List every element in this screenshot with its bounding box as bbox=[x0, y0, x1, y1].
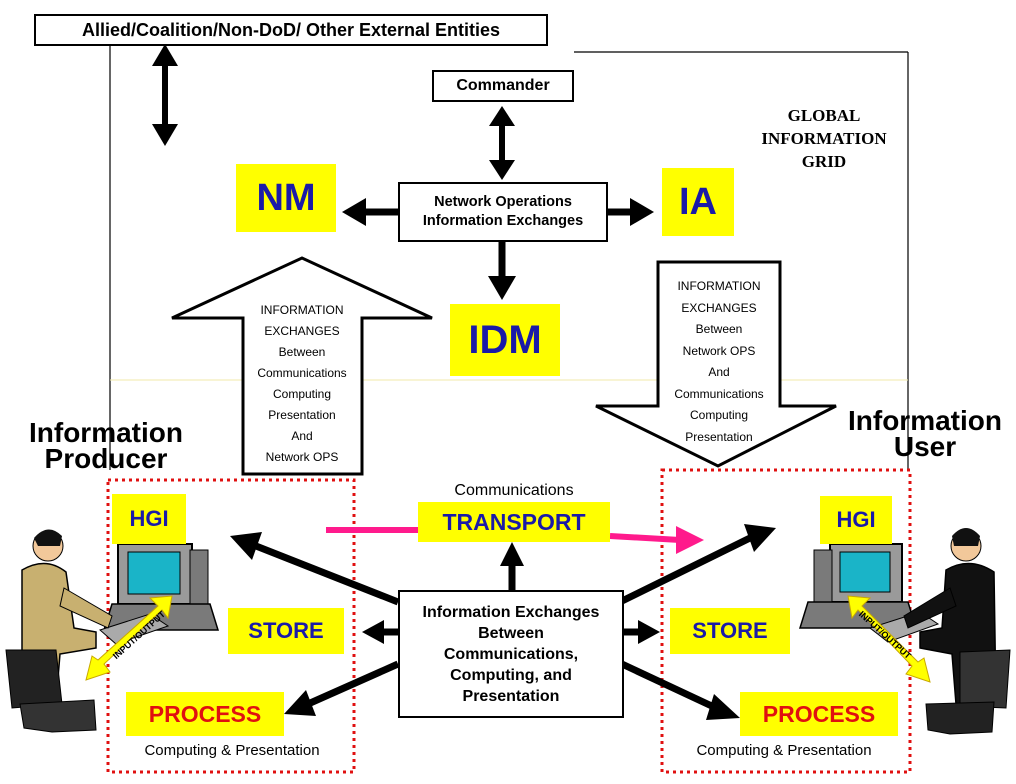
commander-label: Commander bbox=[456, 77, 550, 94]
center-label: Information Exchanges Between Communicat… bbox=[422, 603, 600, 705]
ia-label: IA bbox=[679, 180, 717, 223]
right-process-label: PROCESS bbox=[762, 700, 876, 727]
transport-arrow bbox=[326, 526, 704, 554]
idm-label: IDM bbox=[468, 317, 542, 362]
left-hgi-box: HGI bbox=[112, 494, 186, 544]
center-box: Information Exchanges Between Communicat… bbox=[398, 590, 624, 718]
netops-box: Network Operations Information Exchanges bbox=[398, 182, 608, 242]
nm-label: NM bbox=[256, 176, 316, 219]
commander-box: Commander bbox=[432, 70, 574, 102]
left-process-box: PROCESS bbox=[126, 692, 284, 736]
left-store-label: STORE bbox=[248, 618, 324, 643]
user-label: Information User bbox=[848, 405, 1002, 462]
external-entities-label: Allied/Coalition/Non-DoD/ Other External… bbox=[81, 19, 501, 40]
down-arrow-text: INFORMATION EXCHANGES Between Network OP… bbox=[674, 279, 764, 444]
up-arrow-text: INFORMATION EXCHANGES Between Communicat… bbox=[257, 303, 347, 464]
transport-label: TRANSPORT bbox=[442, 508, 586, 535]
producer-io-arrow bbox=[85, 595, 173, 681]
transport-box: TRANSPORT bbox=[418, 502, 610, 542]
left-process-label: PROCESS bbox=[148, 700, 262, 727]
left-hgi-label: HGI bbox=[129, 506, 169, 531]
idm-box: IDM bbox=[450, 304, 560, 376]
right-caption: Computing & Presentation bbox=[696, 742, 872, 759]
external-entities-box: Allied/Coalition/Non-DoD/ Other External… bbox=[34, 14, 548, 46]
big-up-arrow bbox=[171, 256, 433, 476]
right-hgi-box: HGI bbox=[820, 496, 892, 544]
producer-panel bbox=[106, 478, 356, 774]
left-caption: Computing & Presentation bbox=[144, 742, 320, 759]
commander-double-arrow bbox=[489, 106, 515, 180]
nm-box: NM bbox=[236, 164, 336, 232]
center-arrowheads bbox=[230, 524, 776, 720]
arrow-to-idm bbox=[488, 242, 516, 300]
external-double-arrow bbox=[152, 44, 178, 146]
big-down-arrow bbox=[595, 260, 837, 468]
computer-icon bbox=[99, 543, 220, 645]
ia-box: IA bbox=[662, 168, 734, 236]
gig-label: GLOBAL INFORMATION GRID bbox=[761, 106, 887, 171]
person-user-icon bbox=[903, 528, 1011, 735]
user-io-arrow bbox=[847, 595, 931, 683]
right-process-box: PROCESS bbox=[740, 692, 898, 736]
right-hgi-label: HGI bbox=[836, 507, 876, 532]
producer-label: Information Producer bbox=[29, 417, 183, 474]
person-producer-icon bbox=[5, 529, 113, 733]
netops-label: Network Operations Information Exchanges bbox=[422, 194, 584, 229]
communications-label: Communications bbox=[454, 482, 574, 499]
center-arrows bbox=[254, 534, 752, 712]
right-store-label: STORE bbox=[692, 618, 768, 643]
arrow-to-nm bbox=[342, 198, 398, 226]
arrow-to-ia bbox=[606, 198, 654, 226]
right-store-box: STORE bbox=[670, 608, 790, 654]
left-store-box: STORE bbox=[228, 608, 344, 654]
